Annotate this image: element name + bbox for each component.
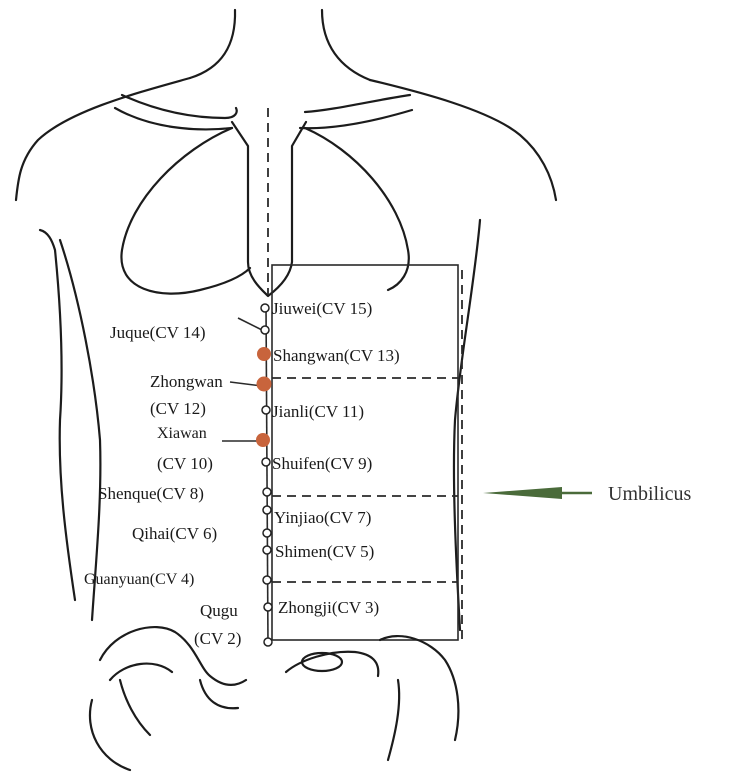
right-clavicle (305, 95, 410, 112)
shangwan-highlight-point (257, 347, 271, 361)
shenque-point (263, 488, 271, 496)
left-arm-outline (40, 230, 75, 600)
label-jiuwei: Jiuwei(CV 15) (272, 299, 372, 318)
right-femur-line (388, 680, 399, 760)
label-zhongji: Zhongji(CV 3) (278, 598, 379, 617)
zhongji-point (264, 603, 272, 611)
right-clavicle-lower (300, 110, 412, 128)
label-jianli: Jianli(CV 11) (272, 402, 364, 421)
left-femur-line (120, 680, 150, 735)
label-guanyuan: Guanyuan(CV 4) (84, 571, 194, 588)
left-rib-arc (121, 128, 250, 294)
right-ilium-wing (380, 636, 458, 740)
umbilicus-label: Umbilicus (608, 483, 692, 505)
label-zhongwan-code: (CV 12) (150, 399, 206, 418)
label-qihai: Qihai(CV 6) (132, 524, 217, 543)
sternum-outline (232, 122, 306, 296)
measurement-box (272, 265, 458, 640)
qugu-point (264, 638, 272, 646)
shimen-point (263, 546, 271, 554)
neck-left-outline (190, 10, 235, 78)
label-shenque: Shenque(CV 8) (98, 484, 204, 503)
label-qugu-code: (CV 2) (194, 629, 241, 648)
label-xiawan-code: (CV 10) (157, 454, 213, 473)
umbilicus-arrow-head (483, 487, 562, 499)
jianli-point (262, 406, 270, 414)
left-shoulder-outline (16, 78, 190, 200)
left-ilium-inner (110, 664, 172, 680)
right-ilium (286, 652, 378, 676)
juque-point (261, 326, 269, 334)
left-hip-joint (90, 700, 130, 770)
left-clavicle (122, 95, 237, 118)
qihai-point (263, 529, 271, 537)
left-flank-outline (60, 240, 100, 620)
xiawan-highlight-point (256, 433, 270, 447)
shuifen-point (262, 458, 270, 466)
juque-leader (238, 318, 262, 330)
neck-right-outline (322, 10, 370, 80)
zhongwan-highlight-point (257, 377, 272, 392)
label-shuifen: Shuifen(CV 9) (272, 454, 372, 473)
guanyuan-point (263, 576, 271, 584)
label-zhongwan-name: Zhongwan (150, 372, 223, 391)
label-xiawan-name: Xiawan (157, 425, 207, 442)
yinjiao-point (263, 506, 271, 514)
label-shangwan: Shangwan(CV 13) (273, 346, 400, 365)
label-qugu-name: Qugu (200, 601, 238, 620)
label-shimen: Shimen(CV 5) (275, 542, 374, 561)
label-yinjiao: Yinjiao(CV 7) (274, 508, 371, 527)
label-juque: Juque(CV 14) (110, 323, 206, 342)
jiuwei-point (261, 304, 269, 312)
